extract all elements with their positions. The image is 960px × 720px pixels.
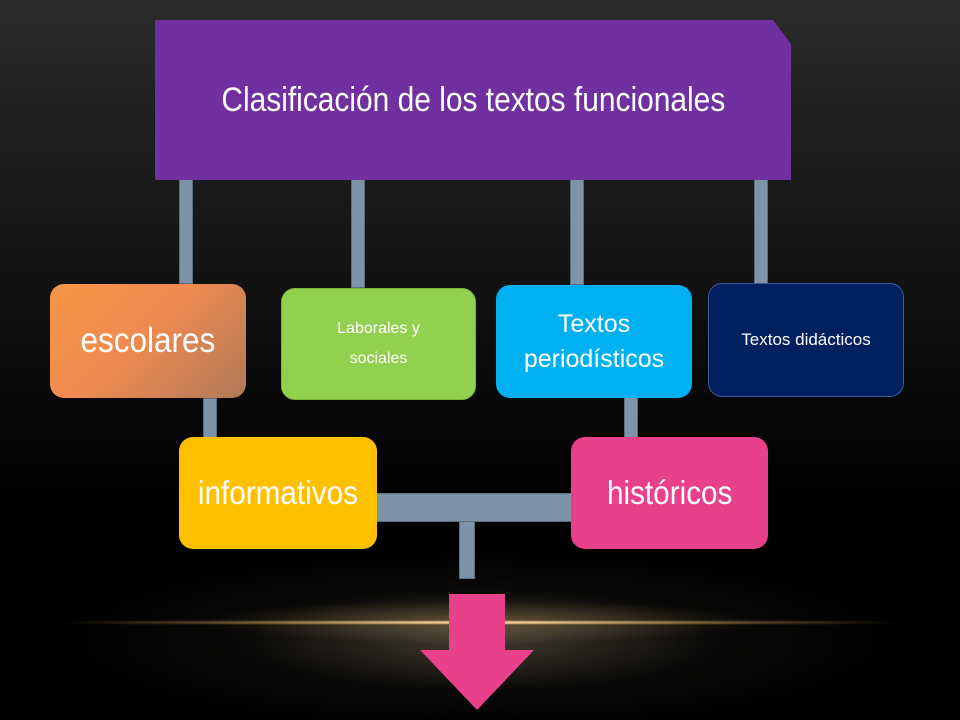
connector-escolares-informativos bbox=[203, 398, 217, 440]
connector-title-escolares bbox=[179, 178, 193, 284]
connector-stem-arrow bbox=[459, 521, 475, 579]
category-laborales-sociales: Laborales y sociales bbox=[281, 288, 476, 400]
category-laborales-label-line2: sociales bbox=[349, 350, 408, 367]
connector-periodisticos-historicos bbox=[624, 397, 638, 439]
title-box: Clasificación de los textos funcionales bbox=[155, 20, 791, 180]
title-text: Clasificación de los textos funcionales bbox=[221, 80, 725, 119]
category-historicos: históricos bbox=[571, 437, 768, 549]
connector-title-periodisticos bbox=[570, 176, 584, 285]
category-periodisticos-label-line1: Textos bbox=[557, 309, 631, 338]
down-arrow-shape bbox=[420, 594, 534, 710]
category-laborales-label-line1: Laborales y bbox=[337, 319, 420, 337]
connector-title-didacticos bbox=[754, 178, 768, 284]
category-textos-didacticos: Textos didácticos bbox=[708, 283, 904, 397]
category-informativos: informativos bbox=[179, 437, 377, 549]
connector-title-laborales bbox=[351, 178, 365, 288]
category-escolares: escolares bbox=[50, 284, 246, 398]
connector-horizontal-bar bbox=[376, 493, 572, 522]
category-periodisticos-label-line2: periodísticos bbox=[523, 344, 665, 373]
category-historicos-label: históricos bbox=[606, 474, 733, 511]
category-didacticos-label: Textos didácticos bbox=[741, 330, 871, 349]
category-textos-periodisticos: Textos periodísticos bbox=[496, 285, 692, 398]
category-escolares-label: escolares bbox=[80, 321, 216, 360]
category-informativos-label: informativos bbox=[197, 474, 359, 511]
down-arrow-icon bbox=[420, 594, 534, 710]
